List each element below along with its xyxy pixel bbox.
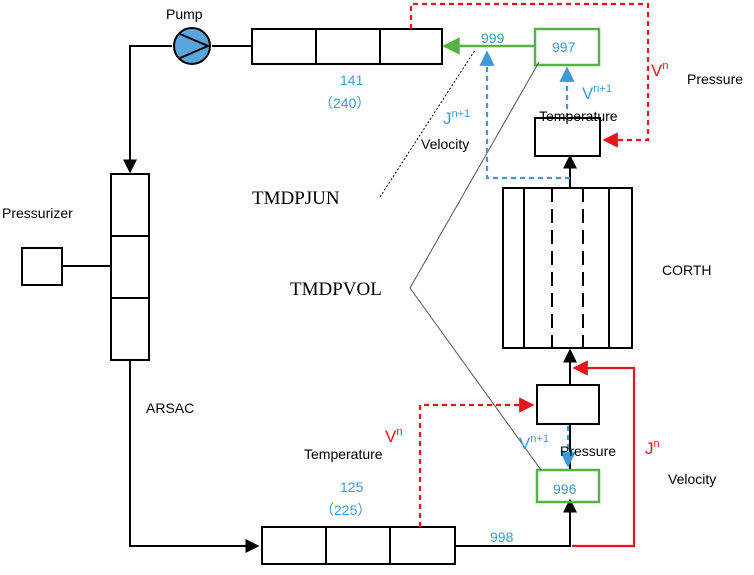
top-pressure-label: Pressure [687, 71, 743, 87]
bottom-v-n: Vn [385, 426, 402, 446]
leader-lines [379, 49, 542, 471]
pump-circle [173, 27, 211, 65]
pressurizer-box [21, 247, 63, 286]
lower-plenum-box [536, 384, 600, 425]
bottom-temperature-label: Temperature [304, 446, 383, 462]
pipe-arsac-to-pipe125 [129, 360, 260, 553]
top-v-n: Vn [651, 60, 668, 80]
pipe-141 [251, 28, 443, 65]
tmdpjun-leader [379, 49, 476, 198]
blue-signals [479, 50, 576, 468]
bottom-velocity-label: Velocity [668, 471, 716, 487]
arsac-label: ARSAC [146, 400, 194, 416]
pipe-125-sub: （225） [320, 502, 371, 518]
pipe-141-id: 141 [340, 72, 364, 88]
top-temperature-label: Temperature [539, 108, 618, 124]
pipe-125 [261, 526, 456, 565]
top-j-n1: Jn+1 [443, 108, 470, 128]
node-999-label: 999 [481, 30, 505, 46]
bottom-v-n1: Vn+1 [519, 433, 549, 453]
arsac-column [110, 173, 150, 361]
red-dashed-top [409, 2, 650, 148]
pipe-141-sub: （240） [319, 95, 370, 111]
top-velocity-label: Velocity [421, 136, 469, 152]
pressurizer-label: Pressurizer [2, 205, 73, 221]
blue-dashed-velocity [479, 50, 570, 180]
box-996-label: 996 [553, 481, 577, 497]
tmdpvol-label: TMDPVOL [290, 279, 382, 300]
red-signals [409, 2, 650, 548]
tmdpvol-box-996 [535, 468, 601, 504]
pump [173, 27, 211, 65]
tmdpjun-label: TMDPJUN [252, 188, 340, 209]
corth-label: CORTH [662, 262, 712, 278]
pump-triangle-icon [179, 33, 211, 59]
pipe-pump-to-arsac [123, 45, 172, 174]
red-solid-velocity [572, 360, 636, 548]
box-997-label: 997 [552, 39, 576, 55]
pump-label: Pump [166, 6, 203, 22]
node-998-label: 998 [490, 529, 514, 545]
bottom-j-n: Jn [645, 438, 660, 458]
pipe-125-id: 125 [340, 479, 364, 495]
bottom-pressure-label: Pressure [560, 443, 616, 459]
corth-core [502, 187, 633, 349]
pipe-pipe125-to-996 [455, 498, 577, 547]
top-v-n1: Vn+1 [582, 83, 612, 103]
red-dashed-bottom [418, 397, 535, 527]
tmdpvol-leader [409, 61, 542, 471]
